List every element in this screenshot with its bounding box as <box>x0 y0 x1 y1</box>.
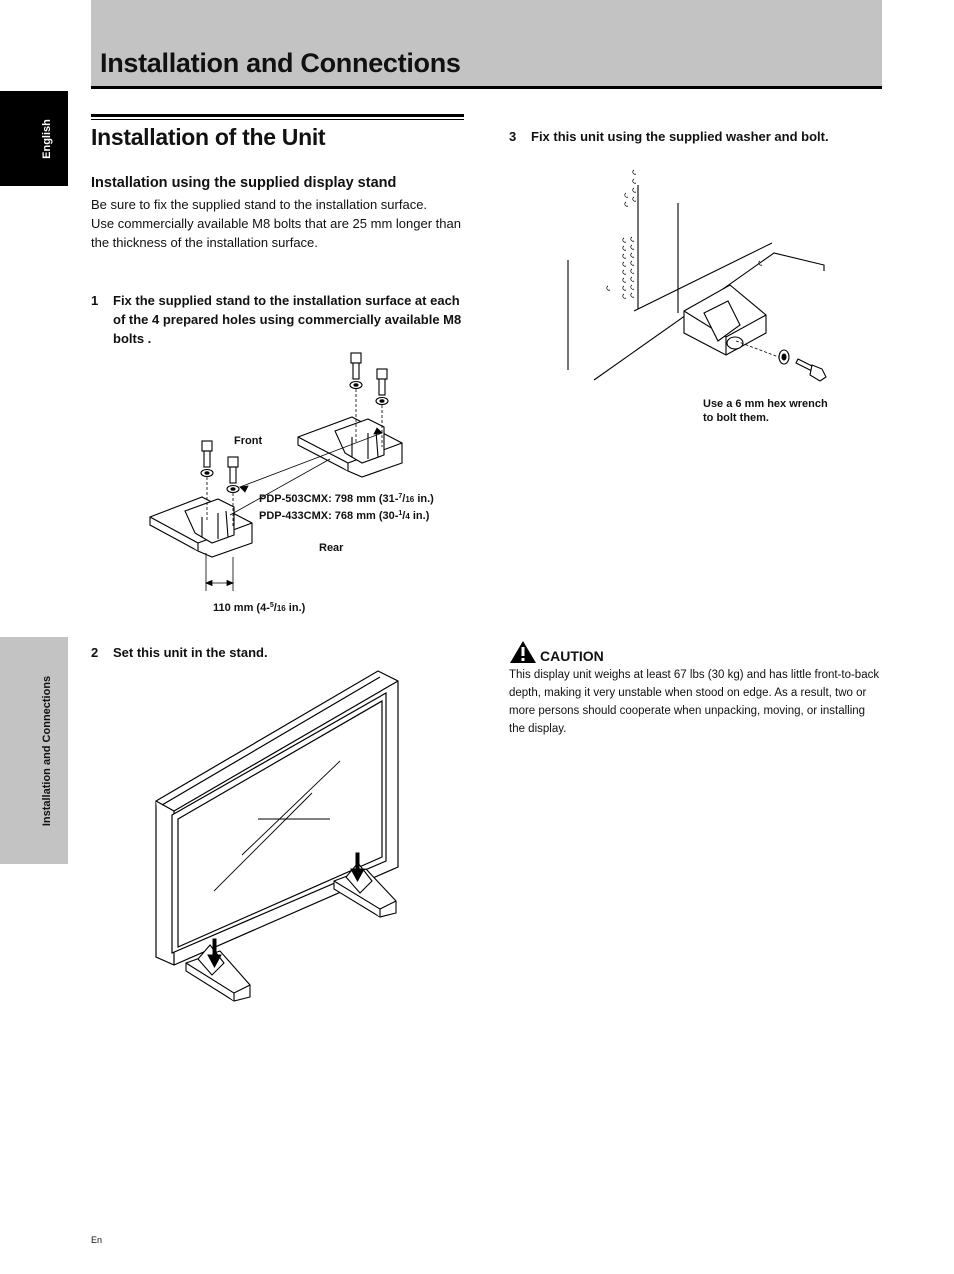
model-a-dimension: PDP-503CMX: 798 mm (31-7/16 in.) <box>259 490 434 507</box>
model-b-sep: / <box>402 510 406 522</box>
depth-sub: 16 <box>276 604 286 613</box>
ventilation-slots <box>606 169 763 299</box>
front-label: Front <box>234 435 263 447</box>
front-stand-drawing <box>149 496 253 558</box>
model-b-dimension: PDP-433CMX: 768 mm (30-1/4 in.) <box>259 507 429 524</box>
step-1-number: 1 <box>91 293 99 308</box>
model-a-sep: / <box>402 493 406 505</box>
section-tab: Installation and Connections <box>0 637 68 864</box>
section-rule-thick <box>91 114 464 117</box>
hex-wrench-note: Use a 6 mm hex wrench to bolt them. <box>703 397 828 425</box>
bolt-drawing <box>778 349 827 382</box>
model-b-sup: 1 <box>398 510 403 517</box>
step-2-text: Set this unit in the stand. <box>113 645 268 660</box>
step-1: 1 Fix the supplied stand to the installa… <box>91 291 465 348</box>
step-3-number: 3 <box>509 129 517 144</box>
stand-drawing <box>683 284 767 356</box>
depth-sep: / <box>273 602 277 614</box>
model-a-sup: 7 <box>398 493 403 500</box>
caution-heading: CAUTION <box>509 640 604 664</box>
hex-wrench-note-line-1: Use a 6 mm hex wrench <box>703 398 828 410</box>
section-title: Installation of the Unit <box>91 124 326 150</box>
model-a-name: PDP-503CMX <box>259 493 329 505</box>
section-tab-label: Installation and Connections <box>41 675 53 826</box>
intro-text: Be sure to fix the supplied stand to the… <box>91 195 461 252</box>
model-a-value: : 798 mm (31- <box>328 493 399 505</box>
bolt-drawing <box>349 352 389 406</box>
model-b-value: : 768 mm (30- <box>328 510 399 522</box>
step-2: 2 Set this unit in the stand. <box>91 643 465 662</box>
model-a-unit: in.) <box>414 493 434 505</box>
step-3-text: Fix this unit using the supplied washer … <box>531 129 829 144</box>
page-title: Installation and Connections <box>100 48 461 78</box>
intro-paragraph-1: Be sure to fix the supplied stand to the… <box>91 197 428 212</box>
display-in-stand-figure <box>155 670 399 1002</box>
rear-label: Rear <box>319 542 344 554</box>
warning-triangle-icon <box>510 641 536 663</box>
bolt-drawing <box>200 440 240 494</box>
model-b-sub: 4 <box>405 512 410 521</box>
subheading: Installation using the supplied display … <box>91 175 397 191</box>
model-b-unit: in.) <box>409 510 430 522</box>
section-rule-thin <box>91 119 464 120</box>
intro-paragraph-2: Use commercially available M8 bolts that… <box>91 216 461 250</box>
step-3: 3 Fix this unit using the supplied washe… <box>509 127 883 146</box>
step-2-number: 2 <box>91 645 99 660</box>
depth-sup: 5 <box>269 602 274 609</box>
step-1-text: Fix the supplied stand to the installati… <box>113 293 462 346</box>
hex-wrench-note-line-2: to bolt them. <box>703 412 769 424</box>
stand-installation-figure <box>149 352 403 591</box>
model-b-name: PDP-433CMX <box>259 510 329 522</box>
depth-value: 110 mm (4- <box>213 602 270 614</box>
language-tab-label: English <box>41 118 53 159</box>
page-footer-label: En <box>91 1235 103 1245</box>
model-a-sub: 16 <box>405 495 415 504</box>
language-tab: English <box>0 91 68 186</box>
caution-title: CAUTION <box>540 648 604 664</box>
depth-dimension: 110 mm (4-5/16 in.) <box>213 599 305 616</box>
caution-text: This display unit weighs at least 67 lbs… <box>509 669 880 735</box>
header-band <box>91 0 882 89</box>
fix-bolt-figure <box>567 169 827 382</box>
depth-unit: in.) <box>285 602 306 614</box>
